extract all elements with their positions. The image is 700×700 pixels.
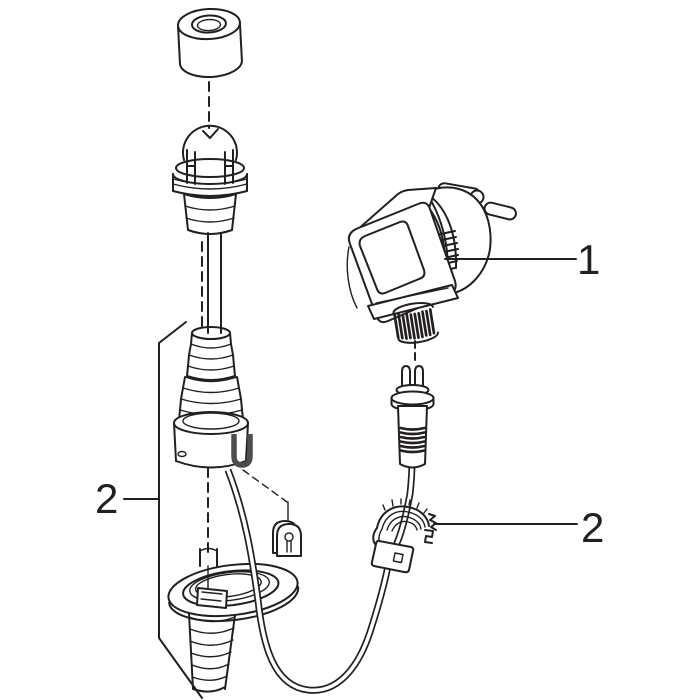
cap-top-rim: [176, 7, 241, 41]
callout-2-left-group: 2: [95, 321, 203, 699]
bulb-notch: [202, 128, 219, 139]
flange-thickness: [168, 586, 300, 622]
plug-front-panel: [358, 220, 426, 295]
cap-bottom-arc: [178, 59, 243, 79]
cap-right-edge: [238, 21, 243, 62]
flange-slot-stub: [199, 547, 218, 592]
cap-hole-outer: [190, 14, 227, 34]
plug-left-bulge: [346, 246, 358, 309]
cable-gland: [173, 326, 253, 469]
flange-latch-tab: [196, 587, 228, 609]
clamp-teeth: [428, 513, 437, 531]
union-collar: [173, 411, 253, 469]
bulb-dome: [182, 124, 238, 161]
bracket-2: [158, 321, 203, 699]
callout-2-right-group: 2: [433, 504, 604, 551]
connector-pins: [401, 365, 424, 387]
gland-top-ring: [191, 326, 231, 340]
power-plug: [346, 182, 517, 344]
plug-skirt: [367, 284, 459, 320]
clamp-sleeve: [370, 539, 415, 574]
callout-2-left-label: 2: [95, 475, 118, 522]
plug-pin-lower: [483, 201, 517, 221]
retaining-clip: [272, 520, 302, 557]
clamp-latch: [424, 529, 434, 544]
low-voltage-connector: [390, 365, 435, 469]
cover-cap: [176, 7, 243, 79]
lamp-socket: [172, 124, 248, 235]
callout-2-right-label: 2: [581, 504, 604, 551]
clamp-sleeve-hole: [392, 552, 404, 564]
clamp-crown: [376, 498, 430, 532]
socket-thread-ring: [172, 173, 248, 197]
callout-1-label: 1: [577, 236, 600, 283]
gland-lower-steps: [178, 376, 244, 420]
clip-leader-dashed: [242, 469, 288, 503]
connector-flange: [390, 390, 435, 412]
cap-hole-inner: [196, 18, 222, 32]
plug-skirt-line: [375, 287, 449, 304]
stem-tube: [201, 232, 222, 334]
cable-clamp: [370, 498, 437, 574]
connector-rib-band: [399, 426, 426, 454]
clip-slot: [231, 434, 253, 468]
socket-collar: [175, 158, 245, 178]
collar-pin-hole: [177, 450, 187, 458]
cable: [224, 460, 416, 694]
socket-prongs: [186, 149, 234, 185]
plug-round-head: [425, 186, 492, 297]
cap-left-edge: [176, 24, 181, 65]
socket-body: [183, 193, 237, 235]
plug-thread-connector: [392, 302, 439, 344]
gland-upper-steps: [186, 332, 236, 381]
clip-keyhole: [284, 532, 294, 542]
callout-1-group: 1: [444, 236, 600, 283]
